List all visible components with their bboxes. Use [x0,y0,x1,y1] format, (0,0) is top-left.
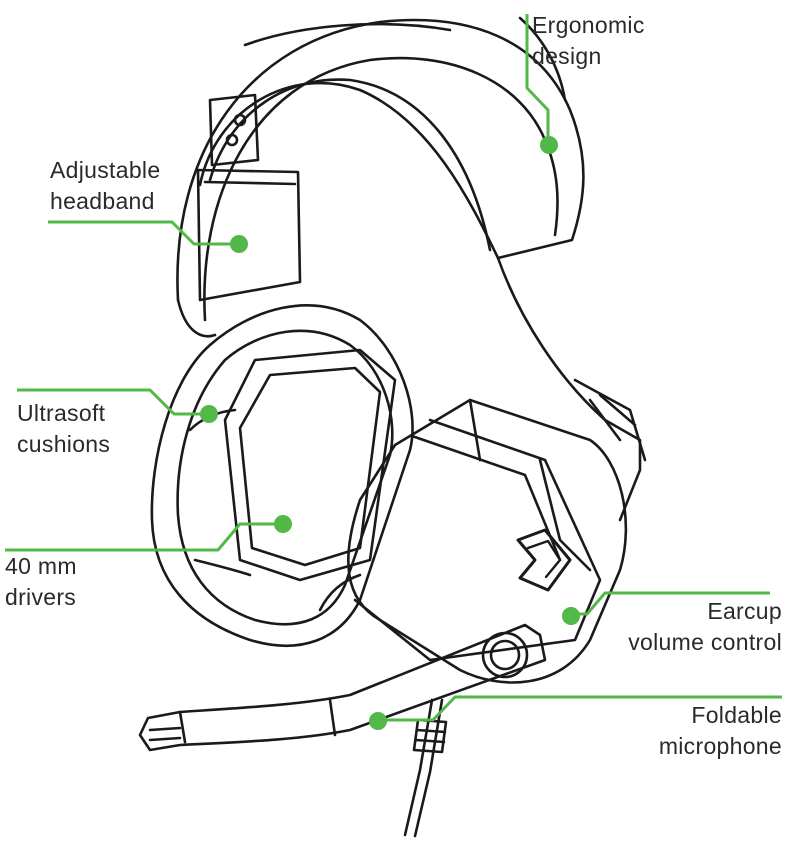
label-ultrasoft-cushions: Ultrasoft cushions [17,400,111,457]
cable-strain-relief [412,718,448,754]
label-earcup-volume-control: Earcup volume control [628,598,782,655]
leader-ergonomic [525,14,550,142]
marker-headband [230,235,248,253]
label-ergonomic-design: Ergonomic design [532,12,645,69]
brand-logo [516,528,572,592]
headband-cushion [208,78,492,252]
marker-volume [562,607,580,625]
left-earcup-outer [150,304,414,648]
headband-inner [203,56,559,322]
cable [403,698,434,837]
label-adjustable-headband: Adjustable headband [50,157,161,214]
leader-cushions [17,388,208,416]
leader-headband [48,220,238,246]
label-40mm-drivers: 40 mm drivers [5,553,77,610]
marker-cushions [200,405,218,423]
leader-mic [378,695,782,722]
marker-mic [369,712,387,730]
slider-block [196,168,302,302]
microphone-boom [138,623,547,752]
driver-plate [223,348,397,582]
left-earcup-cushion [176,329,394,626]
marker-drivers [274,515,292,533]
leader-drivers [5,522,283,552]
main-earcup [347,398,628,684]
headband-outer [176,18,585,302]
marker-ergonomic [540,136,558,154]
label-foldable-microphone: Foldable microphone [658,702,782,759]
